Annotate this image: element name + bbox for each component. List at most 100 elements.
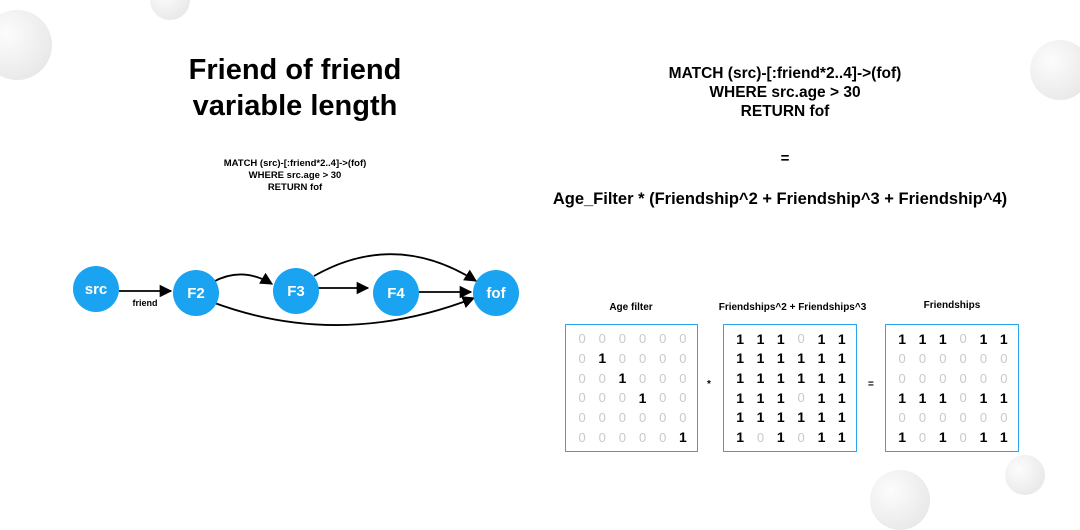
matrix-cell: 1 (797, 350, 806, 367)
matrix-cell: 0 (679, 331, 687, 347)
matrix-cell: 1 (756, 350, 765, 367)
matrix-cell: 1 (898, 330, 907, 347)
matrix-cell: 1 (837, 370, 846, 387)
matrix-cell: 0 (659, 331, 667, 347)
matrix-cell: 0 (959, 390, 967, 406)
matrix-cell: 0 (679, 409, 687, 425)
decor-sphere (150, 0, 190, 20)
matrix-cell: 0 (939, 370, 947, 386)
matrix-cell: 1 (837, 409, 846, 426)
matrix-cell: 1 (736, 370, 745, 387)
matrix-cell: 0 (618, 350, 627, 366)
matrix-cell: 0 (618, 331, 627, 347)
matrix-cell: 1 (797, 370, 806, 387)
small-query: MATCH (src)-[:friend*2..4]->(fof) WHERE … (190, 158, 400, 194)
matrix-cell: 1 (918, 330, 927, 347)
matrix-cell: 0 (618, 429, 627, 445)
matrix-cell: 1 (736, 330, 745, 347)
matrix-cell: 0 (578, 409, 586, 425)
node-f4: F4 (373, 270, 419, 316)
matrix-cell: 1 (797, 409, 806, 426)
matrix-cell: 0 (918, 429, 927, 445)
matrix-cell: 1 (776, 409, 785, 426)
matrix-cell: 1 (776, 350, 785, 367)
matrix-cell: 1 (776, 429, 785, 446)
matrix-cell: 1 (776, 370, 785, 387)
matrix-cell: 1 (756, 389, 765, 406)
matrix-cell: 0 (679, 370, 687, 386)
query-line: RETURN fof (267, 182, 323, 193)
matrix-cell: 0 (959, 331, 967, 347)
matrix-title-friendships-powers: Friendships^2 + Friendships^3 (718, 302, 867, 313)
matrix-cell: 1 (736, 389, 745, 406)
matrix-cell: 0 (598, 390, 606, 406)
matrix-cell: 0 (959, 350, 967, 366)
matrix-cell: 1 (756, 330, 765, 347)
decor-sphere (1005, 455, 1045, 495)
node-label: F2 (187, 284, 205, 302)
edge-f3-fof (313, 253, 478, 282)
matrix-cell: 0 (979, 350, 988, 366)
matrix-cell: 1 (638, 389, 647, 406)
matrix-cell: 0 (578, 350, 586, 366)
matrix-cell: 0 (939, 350, 947, 366)
matrix-title-age-filter: Age filter (609, 302, 653, 313)
matrix-cell: 0 (659, 390, 667, 406)
edge-f2-f3 (212, 272, 274, 285)
matrix-cell: 0 (679, 390, 687, 406)
matrix-cell: 1 (999, 429, 1008, 446)
matrix-cell: 0 (638, 331, 647, 347)
node-fof: fof (473, 270, 519, 316)
matrix-cell: 1 (837, 429, 846, 446)
matrix-cell: 1 (938, 389, 947, 406)
matrix-cell: 0 (638, 429, 647, 445)
query-line: MATCH (src)-[:friend*2..4]->(fof) (668, 65, 902, 82)
matrix-cell: 1 (817, 409, 826, 426)
matrix-cell: 0 (598, 409, 606, 425)
multiply-operator: * (707, 379, 711, 390)
matrix-cell: 0 (659, 350, 667, 366)
matrix-cell: 0 (797, 390, 805, 406)
matrix-cell: 0 (979, 409, 988, 425)
matrix-cell: 0 (598, 429, 606, 445)
matrix-cell: 0 (598, 331, 606, 347)
matrix-cell: 0 (679, 350, 687, 366)
edge-f2-fof (211, 296, 476, 326)
matrix-cell: 0 (939, 409, 947, 425)
matrix-cell: 1 (817, 429, 826, 446)
node-label: src (84, 280, 108, 298)
matrix-cell: 1 (776, 389, 785, 406)
node-f2: F2 (173, 270, 219, 316)
matrix-cell: 0 (578, 331, 586, 347)
matrix-cell: 0 (1000, 350, 1008, 366)
matrix-cell: 1 (999, 330, 1008, 347)
matrix-cell: 0 (797, 331, 805, 347)
query-line: RETURN fof (740, 103, 830, 120)
matrix-cell: 1 (736, 409, 745, 426)
query-line: WHERE src.age > 30 (709, 84, 861, 101)
matrix-cell: 0 (578, 429, 586, 445)
matrix-cell: 1 (817, 330, 826, 347)
big-query: MATCH (src)-[:friend*2..4]->(fof) WHERE … (600, 64, 970, 121)
matrix-cell: 0 (797, 429, 805, 445)
matrix-cell: 1 (598, 350, 607, 367)
matrix-cell: 0 (959, 370, 967, 386)
matrix-cell: 0 (618, 409, 627, 425)
query-line: MATCH (src)-[:friend*2..4]->(fof) (223, 158, 367, 169)
matrix-cell: 0 (898, 409, 906, 425)
matrix-cell: 0 (578, 370, 586, 386)
matrix-cell: 0 (898, 350, 906, 366)
node-label: F3 (287, 282, 305, 300)
matrix-cell: 1 (618, 370, 627, 387)
matrix-cell: 1 (979, 429, 988, 446)
title-line: Friend of friend (188, 54, 402, 86)
matrix-cell: 0 (659, 370, 667, 386)
matrix-title-friendships: Friendships (923, 300, 981, 311)
matrix-cell: 1 (938, 429, 947, 446)
matrix-cell: 1 (837, 350, 846, 367)
matrix-cell: 1 (817, 389, 826, 406)
matrix-cell: 1 (736, 429, 745, 446)
